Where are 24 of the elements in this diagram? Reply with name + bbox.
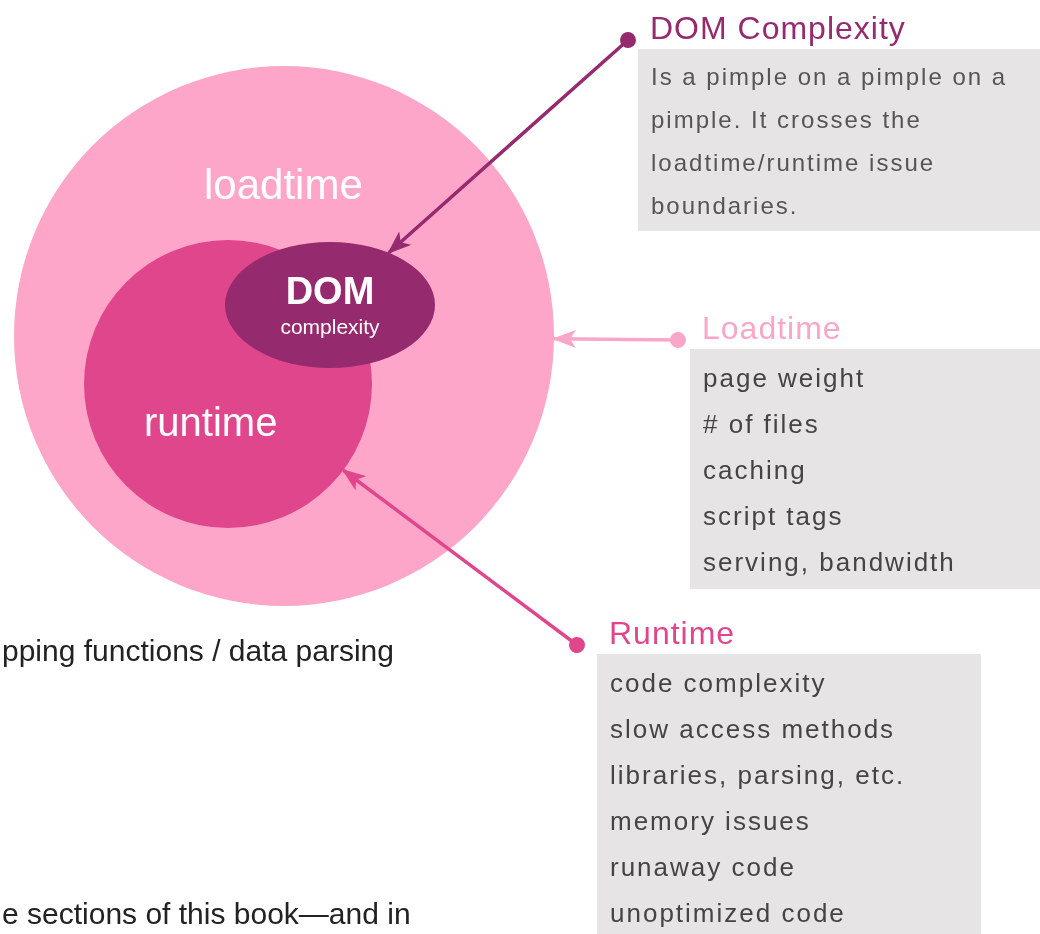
note-text: Is a pimple on a pimple on a pimple. It crosses the loadtime/runtime issue boundaries. bbox=[651, 62, 1009, 221]
list-item: memory issues bbox=[610, 805, 811, 838]
callout-heading: Runtime bbox=[609, 615, 736, 652]
shape-label: loadtime bbox=[204, 161, 363, 209]
callout-heading: Loadtime bbox=[702, 310, 842, 347]
arrow bbox=[387, 32, 636, 255]
body-text: pping functions / data parsing bbox=[2, 634, 394, 668]
list-item: serving, bandwidth bbox=[703, 546, 956, 579]
list-item: # of files bbox=[703, 408, 820, 441]
list-item: libraries, parsing, etc. bbox=[610, 759, 906, 792]
list-item: unoptimized code bbox=[610, 897, 846, 930]
list-item: page weight bbox=[703, 362, 866, 395]
shape-label: runtime bbox=[144, 400, 278, 445]
shape-label: complexity bbox=[279, 315, 381, 339]
arrow bbox=[341, 468, 585, 653]
callout-heading: DOM Complexity bbox=[650, 10, 906, 47]
list-item: caching bbox=[703, 454, 807, 487]
arrow bbox=[552, 329, 686, 348]
body-text: e sections of this book—and in bbox=[2, 897, 411, 931]
list-item: script tags bbox=[703, 500, 844, 533]
list-item: runaway code bbox=[610, 851, 796, 884]
shape-label: DOM bbox=[284, 270, 376, 313]
list-item: slow access methods bbox=[610, 713, 896, 746]
list-item: code complexity bbox=[610, 667, 827, 700]
